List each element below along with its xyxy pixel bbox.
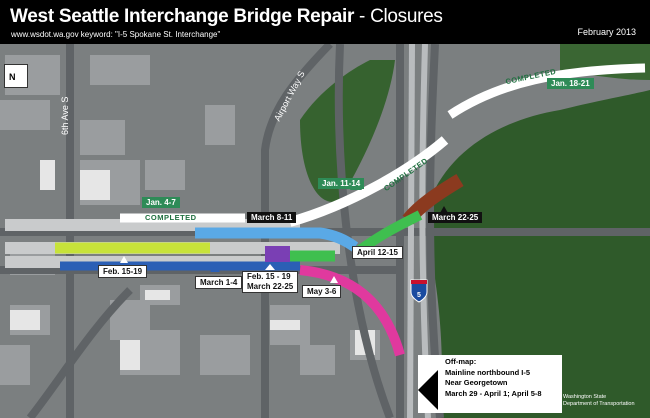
title-main: West Seattle Interchange Bridge Repair xyxy=(10,6,355,27)
offmap-line-2: Mainline northbound I-5 xyxy=(445,367,530,377)
offmap-line-3: Near Georgetown xyxy=(445,378,508,387)
label-march-22-25: March 22-25 xyxy=(428,212,483,223)
completed-label-jan-4-7: COMPLETED xyxy=(145,213,197,222)
closure-march-8-11 xyxy=(195,227,359,252)
page-title: West Seattle Interchange Bridge Repair -… xyxy=(10,6,443,28)
label-feb-15-19-b: Feb. 15 - 19 xyxy=(247,272,291,281)
website-url[interactable]: www.wsdot.wa.gov keyword: "I-5 Spokane S… xyxy=(11,30,221,39)
label-jan-18-21: Jan. 18-21 xyxy=(547,78,594,89)
completed-jan-11-14 xyxy=(288,136,449,227)
forest-area xyxy=(430,90,650,418)
title-sub: - Closures xyxy=(354,6,443,27)
offmap-line-1: Off-map: xyxy=(445,357,477,366)
label-jan-11-14: Jan. 11-14 xyxy=(318,178,365,189)
header-bar: West Seattle Interchange Bridge Repair -… xyxy=(0,0,650,44)
wsdot-line-2: Department of Transportation xyxy=(563,400,635,407)
completed-segments xyxy=(120,63,646,227)
label-feb-15-19: Feb. 15-19 xyxy=(98,265,148,278)
label-jan-4-7: Jan. 4-7 xyxy=(142,197,180,208)
street-label-6th-ave: 6th Ave S xyxy=(60,96,70,135)
offmap-note: Off-map: Mainline northbound I-5 Near Ge… xyxy=(445,357,542,399)
offmap-box xyxy=(418,355,562,413)
closure-april-12-15 xyxy=(357,210,423,255)
wsdot-wordmark: Washington State Department of Transport… xyxy=(563,394,635,407)
i5-shield-number: 5 xyxy=(417,292,421,299)
forest-upper xyxy=(300,60,395,202)
label-march-1-4: March 1-4 xyxy=(195,276,243,289)
publication-date: February 2013 xyxy=(577,27,636,37)
label-may-3-6: May 3-6 xyxy=(302,285,342,298)
aerial-map: 5 xyxy=(0,44,650,418)
i5-shield: 5 xyxy=(410,279,428,303)
label-march-22-25-b: March 22-25 xyxy=(247,282,294,291)
offmap-line-4: March 29 - April 1; April 5-8 xyxy=(445,388,542,398)
north-arrow-box xyxy=(4,64,28,88)
offmap-arrow-icon xyxy=(418,370,438,410)
wsdot-logo-icon xyxy=(551,395,561,405)
label-march-8-11: March 8-11 xyxy=(247,212,297,223)
wsdot-line-1: Washington State xyxy=(563,394,607,400)
label-april-12-15: April 12-15 xyxy=(352,246,403,259)
closure-may-3-6 xyxy=(299,265,405,357)
completed-jan-18-21 xyxy=(447,63,646,119)
north-arrow-icon: N xyxy=(9,72,16,82)
